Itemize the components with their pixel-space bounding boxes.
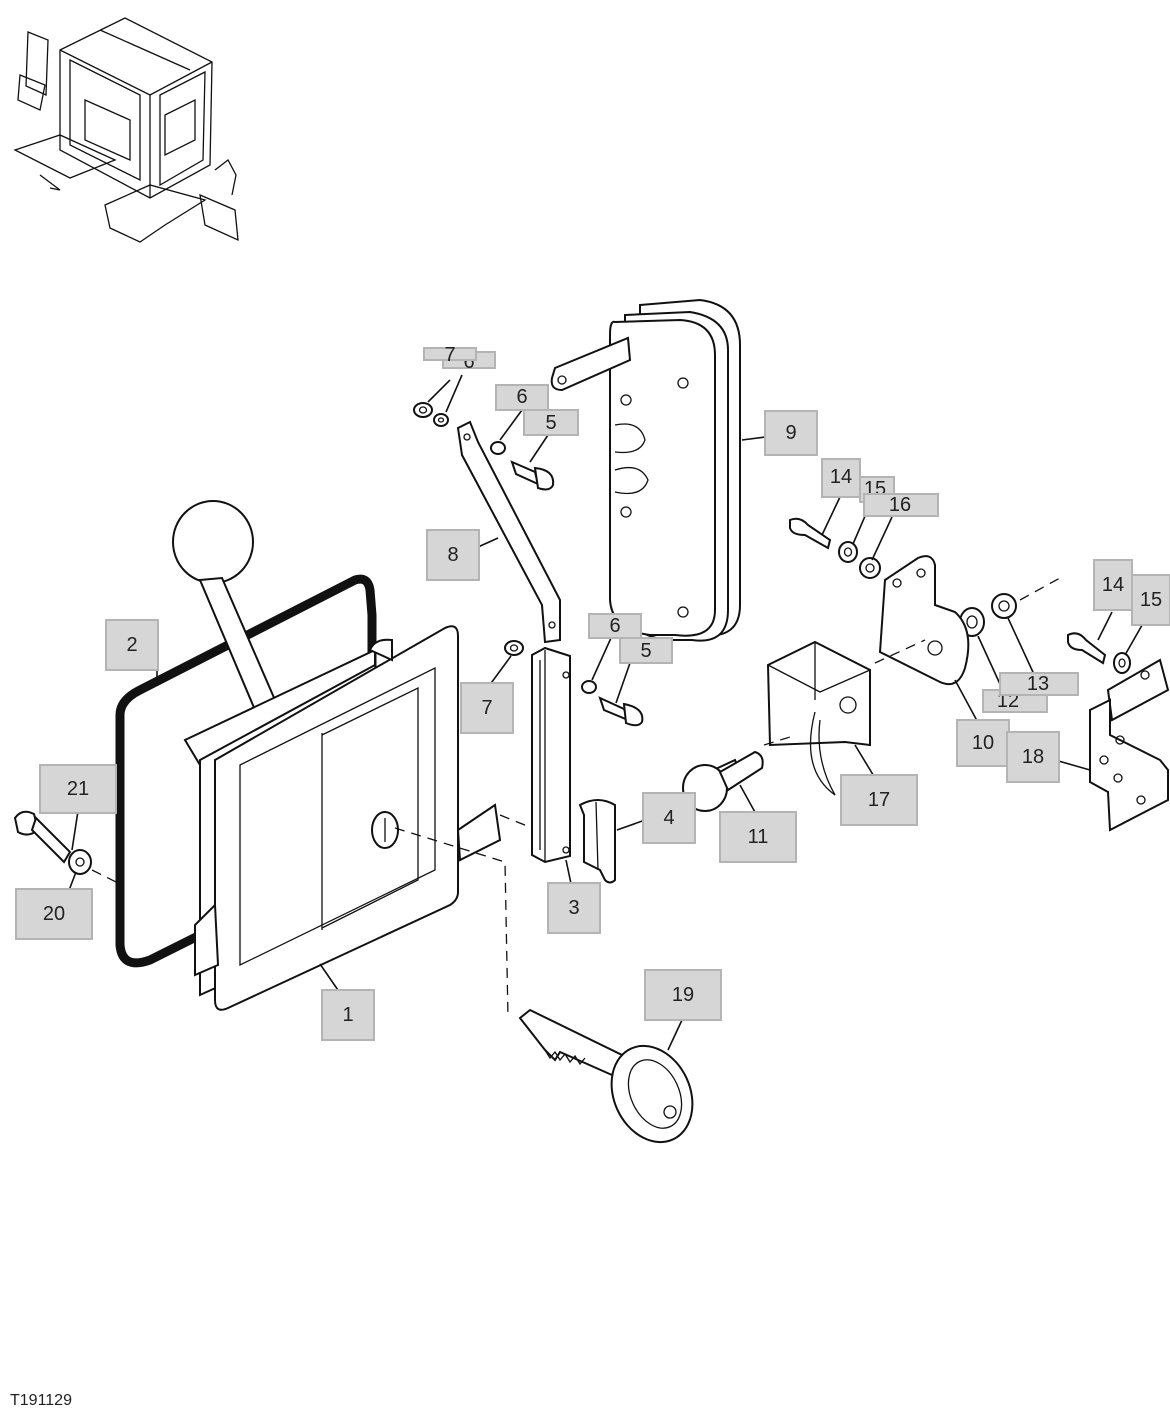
svg-text:18: 18	[1022, 746, 1044, 768]
svg-text:8: 8	[447, 544, 458, 566]
callout-13: 13	[999, 672, 1079, 696]
callout-3: 3	[547, 882, 601, 934]
callout-14-upper: 14	[821, 458, 861, 498]
callout-14-right: 14	[1093, 559, 1133, 611]
callout-7-top: 7	[423, 344, 477, 366]
machine-locator-thumbnail	[13, 17, 239, 243]
svg-text:20: 20	[43, 903, 65, 925]
svg-text:3: 3	[568, 897, 579, 919]
assembly-centerlines	[91, 577, 1061, 1019]
callout-5-lower: 5	[619, 637, 673, 664]
callout-9: 9	[764, 410, 818, 456]
callout-11: 11	[719, 811, 797, 863]
svg-text:17: 17	[868, 789, 890, 811]
striker-bracket	[766, 640, 871, 796]
svg-text:7: 7	[444, 344, 455, 366]
callout-5-upper: 5	[523, 409, 579, 436]
callout-2: 2	[105, 619, 159, 671]
svg-text:11: 11	[748, 826, 769, 848]
hardware	[13, 402, 1131, 875]
callout-6-upper: 6	[495, 384, 549, 411]
svg-text:1: 1	[342, 1004, 353, 1026]
key	[518, 1008, 694, 1144]
clip	[578, 799, 616, 884]
svg-text:7: 7	[481, 697, 492, 719]
callout-7-lower: 7	[460, 682, 514, 734]
mounting-bracket	[1089, 658, 1170, 832]
svg-text:14: 14	[1102, 574, 1124, 596]
lock-body	[550, 298, 741, 642]
figure-code: T191129	[10, 1392, 72, 1409]
callout-18: 18	[1006, 731, 1060, 783]
callout-4: 4	[642, 792, 696, 844]
callout-1: 1	[321, 989, 375, 1041]
callout-10: 10	[956, 719, 1010, 767]
callout-21: 21	[39, 764, 117, 814]
svg-text:14: 14	[830, 466, 852, 488]
callout-15-right: 15	[1131, 574, 1170, 626]
callout-20: 20	[15, 888, 93, 940]
svg-text:5: 5	[640, 640, 651, 662]
plate	[878, 555, 970, 686]
svg-text:16: 16	[889, 494, 911, 516]
svg-text:15: 15	[1140, 589, 1162, 611]
svg-text:21: 21	[67, 778, 89, 800]
svg-text:10: 10	[972, 732, 994, 754]
vertical-bracket	[531, 646, 571, 864]
svg-text:19: 19	[672, 984, 694, 1006]
svg-text:9: 9	[785, 422, 796, 444]
callout-6-lower: 6	[588, 613, 642, 639]
link-arm	[456, 420, 561, 644]
callout-8: 8	[426, 529, 480, 581]
svg-text:6: 6	[463, 351, 474, 373]
svg-text:6: 6	[609, 615, 620, 637]
svg-text:4: 4	[663, 807, 674, 829]
svg-text:13: 13	[1027, 673, 1049, 695]
callout-19: 19	[644, 969, 722, 1021]
callout-17: 17	[840, 774, 918, 826]
svg-text:6: 6	[516, 386, 527, 408]
svg-text:2: 2	[126, 634, 137, 656]
latch-handle-assembly	[172, 500, 502, 1011]
svg-text:5: 5	[545, 412, 556, 434]
callout-16: 16	[863, 493, 939, 517]
